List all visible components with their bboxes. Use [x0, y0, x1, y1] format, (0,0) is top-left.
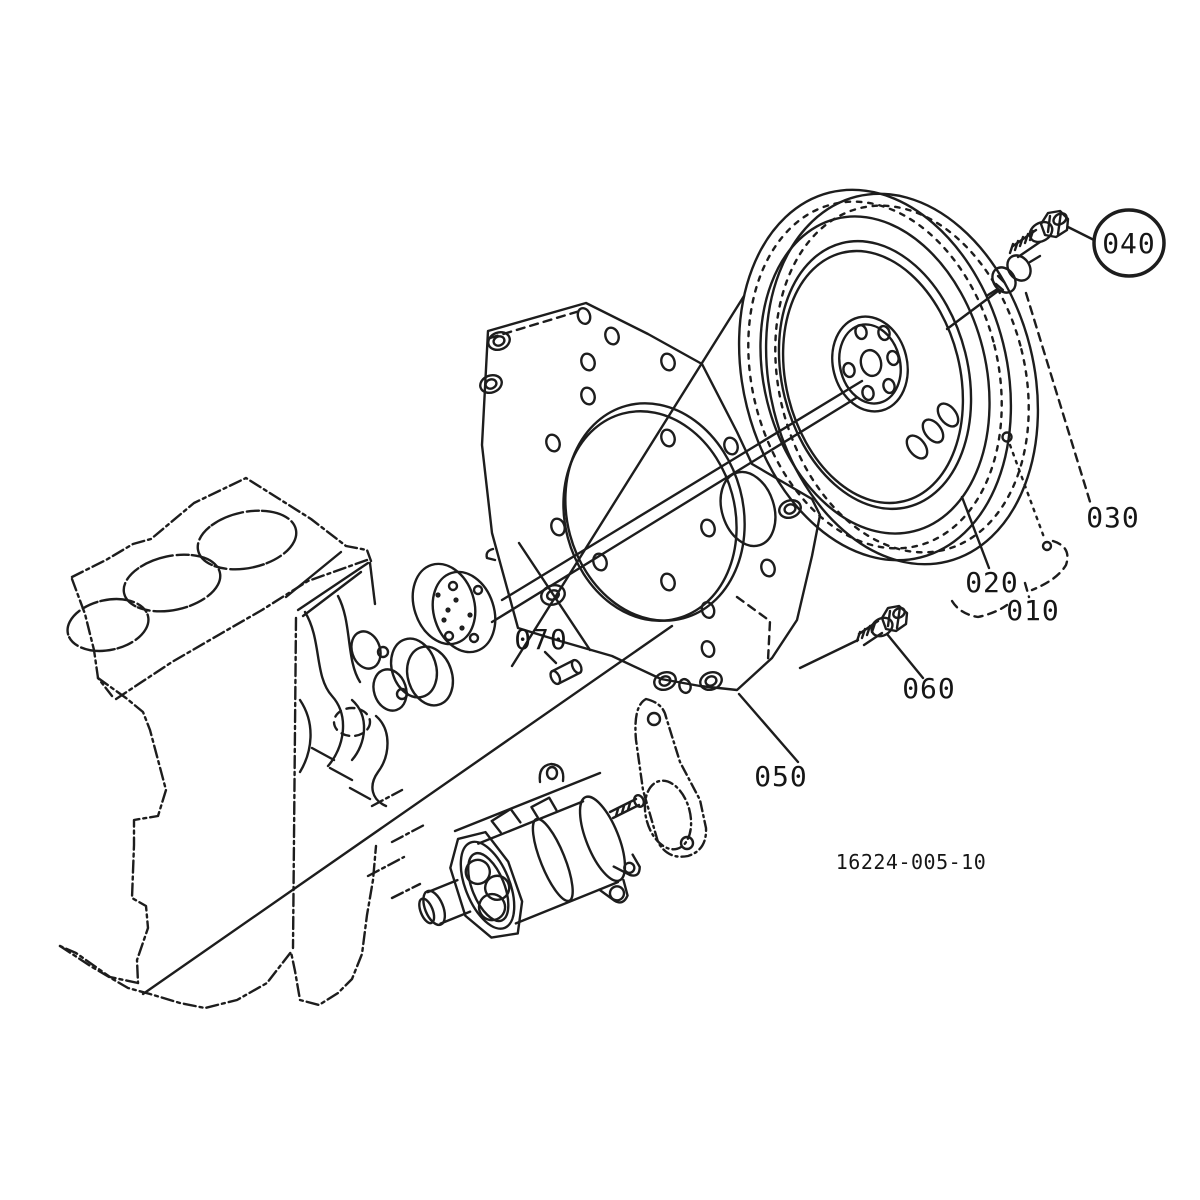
flywheel-outer-edge [737, 188, 1013, 562]
callout-020[interactable]: 020 [965, 566, 1019, 599]
callout-030[interactable]: 030 [1086, 501, 1140, 534]
callout-label-050[interactable]: 050 [754, 760, 808, 793]
starter-stud [608, 794, 646, 820]
figure-number: 16224-005-10 [836, 850, 987, 874]
callout-010[interactable]: 010 [1006, 594, 1060, 627]
plate-holes [545, 306, 776, 695]
callout-070[interactable]: 070 [514, 623, 568, 656]
flywheel-hub [831, 315, 909, 413]
plate-oval-cutout [719, 470, 777, 548]
callout-label-040[interactable]: 040 [1102, 227, 1156, 260]
callout-leaders [543, 225, 1096, 764]
dowel-pin-070 [549, 658, 583, 686]
flywheel-assembly [737, 188, 1040, 566]
engine-block [58, 476, 497, 1010]
starter-motor [418, 762, 646, 939]
spacer-bushing-030 [986, 254, 1042, 297]
flywheel-housing-plate [479, 301, 822, 695]
callout-label-030[interactable]: 030 [1086, 501, 1140, 534]
ring-gear-back-teeth [774, 204, 1030, 554]
crankshaft-flange [389, 562, 497, 707]
callout-040-highlighted[interactable]: 040 [1092, 208, 1166, 278]
plate-bolt-060 [855, 604, 909, 647]
ring-gear-teeth [747, 200, 1003, 550]
flywheel-face [759, 215, 991, 535]
block-side-detail [298, 547, 497, 900]
plate-bolt-bosses [479, 330, 802, 692]
assembly-axis-lines [141, 289, 1000, 996]
flywheel-face-holes [905, 402, 960, 460]
flywheel-bolt-040 [1008, 209, 1070, 259]
callout-060[interactable]: 060 [902, 672, 956, 705]
flywheel-back-rim [764, 192, 1040, 566]
starter-through-bolt [453, 771, 602, 833]
callout-050[interactable]: 050 [754, 760, 808, 793]
callout-label-060[interactable]: 060 [902, 672, 956, 705]
callout-label-020[interactable]: 020 [965, 566, 1019, 599]
cylinder-bore [66, 509, 298, 653]
starter-gasket [634, 697, 708, 858]
callout-label-070[interactable]: 070 [514, 623, 568, 656]
highlight-circle [1092, 208, 1166, 278]
callout-label-010[interactable]: 010 [1006, 594, 1060, 627]
